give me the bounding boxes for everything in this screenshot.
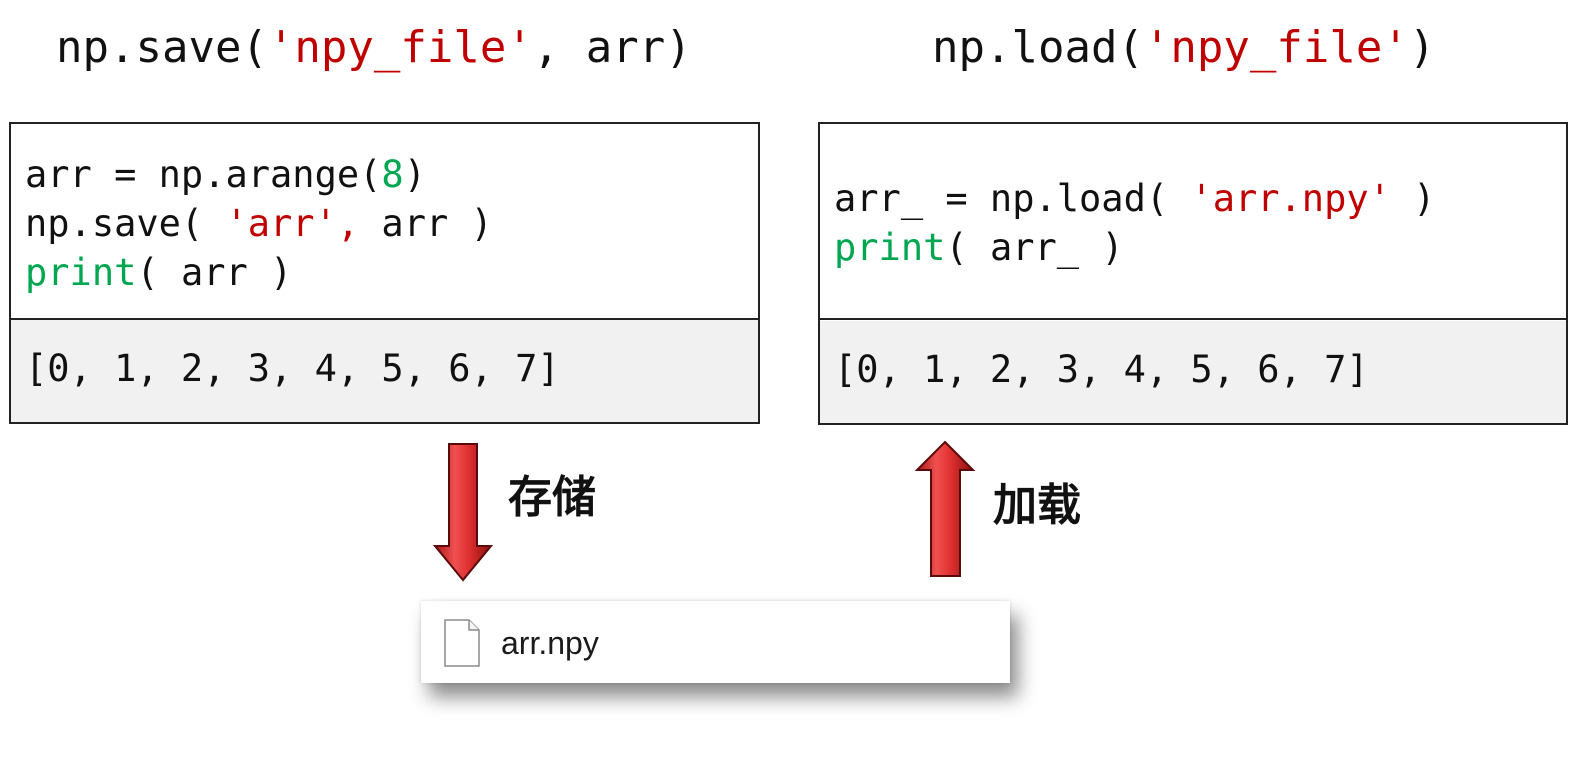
load-arrow-up-icon — [914, 440, 976, 577]
save-title-suffix: , arr) — [532, 22, 692, 73]
file-item[interactable]: arr.npy — [421, 601, 1010, 683]
load-title: np.load('npy_file') — [932, 18, 1435, 78]
store-arrow-down-icon — [432, 443, 494, 582]
load-title-arg: 'npy_file' — [1143, 22, 1409, 73]
code-keyword: print — [834, 226, 946, 269]
save-code-line-3: print( arr ) — [25, 248, 292, 298]
save-output-area: [0, 1, 2, 3, 4, 5, 6, 7] — [11, 320, 758, 422]
load-code-line-2: print( arr_ ) — [834, 223, 1124, 273]
save-code-panel: arr = np.arange(8) np.save( 'arr', arr )… — [9, 122, 760, 424]
load-label: 加载 — [993, 480, 1081, 531]
save-title-prefix: np.save( — [56, 22, 268, 73]
save-title: np.save('npy_file', arr) — [56, 18, 692, 78]
store-label: 存储 — [508, 472, 596, 523]
code-text: arr_ = np.load( — [834, 177, 1191, 220]
load-code-panel: arr_ = np.load( 'arr.npy' ) print( arr_ … — [818, 122, 1568, 425]
load-code-line-1: arr_ = np.load( 'arr.npy' ) — [834, 174, 1435, 224]
load-output-text: [0, 1, 2, 3, 4, 5, 6, 7] — [834, 348, 1369, 391]
code-string: 'arr.npy' — [1190, 177, 1391, 220]
code-text: ( arr ) — [136, 251, 293, 294]
file-icon — [444, 619, 480, 667]
save-code-line-1: arr = np.arange(8) — [25, 150, 426, 200]
load-output-area: [0, 1, 2, 3, 4, 5, 6, 7] — [820, 321, 1566, 423]
code-text: ( arr_ ) — [945, 226, 1124, 269]
code-keyword: print — [25, 251, 137, 294]
code-string: 'arr', — [225, 202, 360, 245]
save-code-line-2: np.save( 'arr', arr ) — [25, 199, 493, 249]
code-text: ) — [1390, 177, 1436, 220]
code-number: 8 — [381, 153, 404, 196]
load-code-area: arr_ = np.load( 'arr.npy' ) print( arr_ … — [820, 124, 1566, 320]
save-code-area: arr = np.arange(8) np.save( 'arr', arr )… — [11, 124, 758, 320]
save-title-arg: 'npy_file' — [267, 22, 533, 73]
code-text: arr ) — [359, 202, 493, 245]
file-name: arr.npy — [501, 625, 599, 661]
code-text: np.save( — [25, 202, 226, 245]
code-text: arr = np.arange( — [25, 153, 382, 196]
save-output-text: [0, 1, 2, 3, 4, 5, 6, 7] — [25, 347, 560, 390]
code-text: ) — [403, 153, 426, 196]
load-title-prefix: np.load( — [932, 22, 1144, 73]
load-title-suffix: ) — [1408, 22, 1436, 73]
